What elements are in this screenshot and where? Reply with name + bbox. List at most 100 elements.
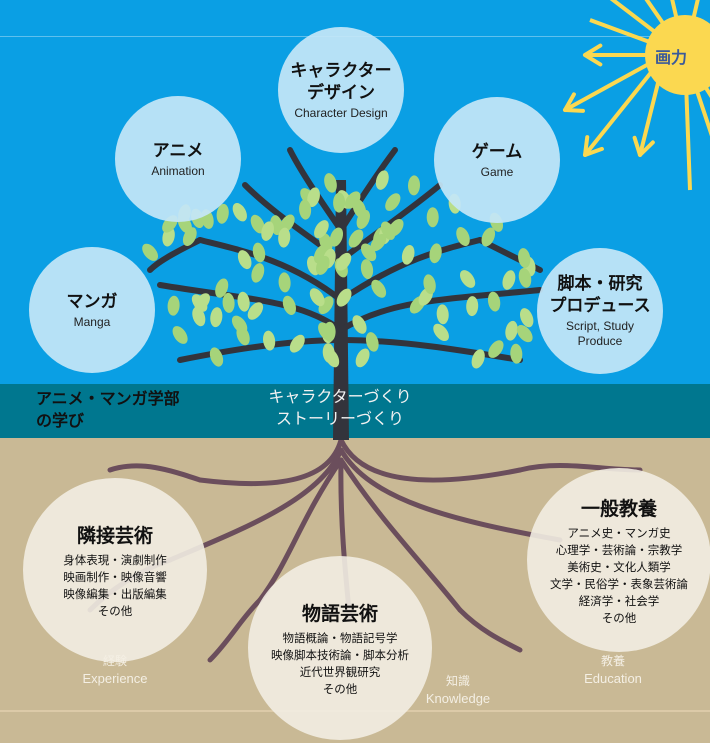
arrow-head: [563, 92, 576, 112]
leaf: [209, 347, 224, 367]
root-title: 隣接芸術: [76, 524, 153, 547]
root-item: 経済学・社会学: [578, 593, 660, 608]
branch: [147, 237, 203, 273]
branch: [338, 182, 443, 263]
root-adjacent-arts: 隣接芸術 身体表現・演劇制作 映画制作・映像音響 映像編集・出版編集 その他: [23, 478, 207, 662]
leaf: [352, 315, 367, 334]
root-title: 一般教養: [580, 497, 657, 520]
leaf: [426, 207, 439, 228]
faculty-title: アニメ・マンガ学部 の学び: [36, 388, 180, 432]
leaf: [222, 292, 235, 313]
label-jp: 経験: [102, 654, 127, 668]
sun-icon: [563, 0, 710, 191]
bubble-title: ゲーム: [471, 141, 523, 162]
leaf: [278, 272, 291, 293]
leaf: [510, 343, 523, 364]
leaf: [194, 293, 210, 311]
leaf: [215, 278, 229, 298]
leaf: [237, 250, 252, 270]
leaf: [231, 315, 248, 334]
root: [257, 457, 344, 603]
leaf: [299, 199, 312, 220]
leaf: [278, 227, 291, 248]
arrow-head: [583, 135, 590, 157]
leaf: [488, 340, 504, 358]
sun-disc: [645, 15, 710, 95]
bubble-title: アニメ: [152, 140, 204, 161]
root: [207, 597, 263, 663]
leaf: [518, 248, 531, 268]
root-item: 美術史・文化人類学: [567, 559, 671, 574]
leaf: [433, 323, 449, 342]
root: [107, 463, 203, 483]
leaf: [401, 244, 415, 265]
bubble-script-study-produce: 脚本・研究 プロデュース Script, Study Produce: [537, 248, 663, 374]
band-background: [0, 384, 710, 438]
bubble-subtitle: Animation: [151, 163, 205, 178]
arrow-head: [632, 135, 642, 157]
label-en: Knowledge: [425, 691, 491, 706]
leaf: [319, 232, 333, 252]
leaf: [251, 263, 265, 283]
root: [197, 437, 344, 487]
leaf: [325, 348, 340, 368]
leaf: [261, 221, 274, 241]
leaf: [309, 288, 325, 307]
leaf: [216, 203, 229, 224]
leaf: [429, 243, 442, 264]
leaf: [210, 307, 223, 328]
leaf: [316, 255, 330, 275]
arrow-head: [583, 146, 604, 157]
leaf: [459, 270, 476, 288]
arrow-head: [583, 43, 603, 57]
leaf: [348, 229, 364, 248]
leaf: [262, 330, 276, 351]
arrow-head: [638, 140, 655, 157]
root-item: 身体表現・演劇制作: [63, 552, 167, 567]
root-item: 心理学・芸術論・宗教学: [555, 542, 683, 557]
leaf: [385, 193, 401, 211]
leaf: [487, 291, 501, 312]
root: [338, 447, 563, 543]
leaf: [370, 233, 387, 252]
sun-label: 画力: [655, 48, 688, 67]
bubble-subtitle: Script, Study: [565, 319, 635, 333]
leaf: [375, 170, 389, 190]
core-learning: キャラクターづくり ストーリーづくり: [250, 386, 430, 430]
leaf: [142, 243, 159, 261]
leaf: [371, 279, 387, 298]
leaf: [167, 295, 180, 316]
bubble-subtitle: Manga: [73, 314, 111, 329]
bubble-subtitle: Character Design: [294, 105, 388, 120]
leaf: [481, 227, 496, 247]
bubble-subtitle: Game: [480, 164, 514, 179]
branch: [197, 237, 344, 303]
branch: [338, 147, 398, 233]
leaf: [360, 259, 374, 280]
bubble-character-design: キャラクター デザイン Character Design: [278, 27, 404, 153]
label-experience: 経験 Experience: [65, 652, 165, 688]
leaf: [307, 187, 320, 207]
bubble-subtitle: Produce: [577, 334, 623, 348]
root: [338, 437, 523, 483]
leaf: [232, 202, 247, 222]
leaf: [252, 242, 266, 263]
leaf: [333, 192, 346, 213]
leaf: [289, 334, 305, 353]
leaf: [329, 227, 344, 247]
bubble-title: デザイン: [307, 82, 375, 103]
leaf: [436, 304, 449, 325]
label-knowledge: 知識 Knowledge: [408, 672, 508, 708]
leaf: [516, 325, 533, 343]
leaf: [344, 191, 361, 209]
leaf: [365, 332, 379, 352]
root-narrative-arts: 物語芸術 物語概論・物語記号学 映像脚本技術論・脚本分析 近代世界観研究 その他: [248, 556, 432, 740]
leaf: [466, 296, 479, 317]
bubble-title: プロデュース: [549, 296, 651, 316]
root-item: アニメ史・マンガ史: [567, 525, 671, 540]
bubble-game: ゲーム Game: [434, 97, 560, 223]
core-learning-line: キャラクターづくり: [268, 387, 412, 406]
bubble-title: 脚本・研究: [557, 274, 643, 294]
root-general-education: 一般教養 アニメ史・マンガ史 心理学・芸術論・宗教学 美術史・文化人類学 文学・…: [527, 468, 710, 652]
leaf: [250, 214, 265, 234]
